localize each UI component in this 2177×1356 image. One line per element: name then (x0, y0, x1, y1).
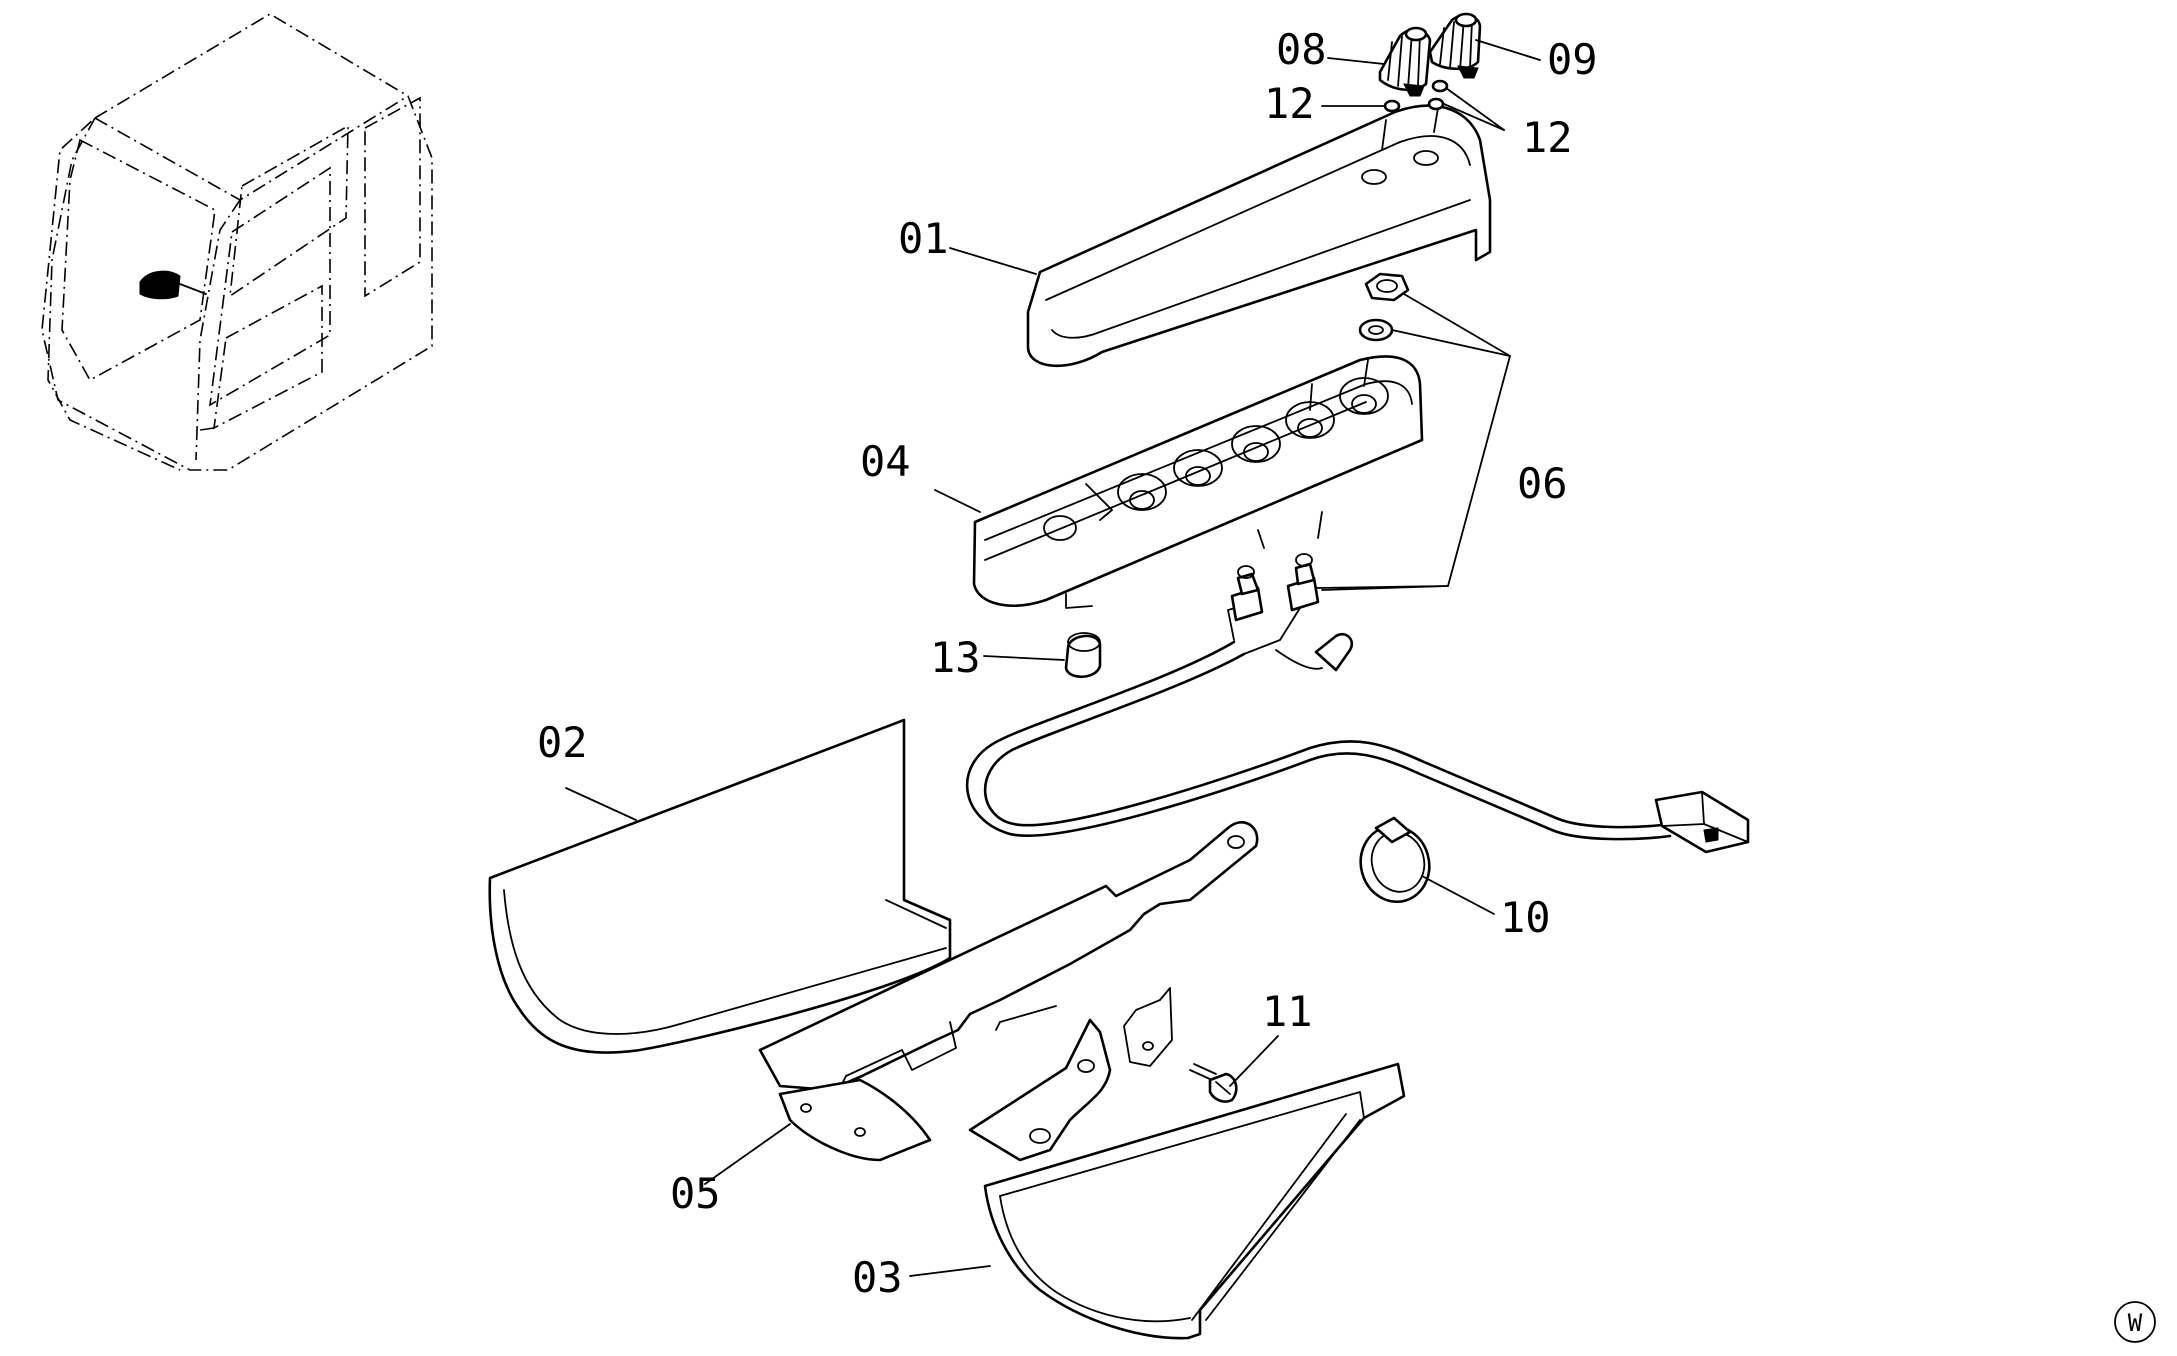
label-13: 13 (930, 633, 981, 682)
label-10: 10 (1500, 893, 1551, 942)
part-06-wiring-harness (965, 511, 1750, 854)
part-09-knob (1428, 12, 1482, 79)
corner-mark-letter: W (2128, 1309, 2143, 1337)
part-02-left-cover (488, 718, 952, 1054)
label-02: 02 (537, 718, 588, 767)
part-04-switch-panel (972, 355, 1424, 609)
label-08: 08 (1276, 25, 1327, 74)
part-11-screw (1189, 1063, 1238, 1103)
cab-overview-drawing (41, 13, 433, 471)
label-05: 05 (670, 1169, 721, 1218)
part-05-bracket (758, 821, 1259, 1162)
label-12-right: 12 (1522, 113, 1573, 162)
label-06: 06 (1517, 459, 1568, 508)
part-12-washers (1383, 79, 1449, 113)
label-12-left: 12 (1264, 79, 1315, 128)
label-11: 11 (1262, 987, 1313, 1036)
label-03: 03 (852, 1253, 903, 1302)
label-09: 09 (1547, 35, 1598, 84)
corner-mark-w: W (2114, 1301, 2156, 1343)
part-labels: 01 02 03 04 05 06 08 09 10 11 12 12 13 (537, 25, 1598, 1302)
label-01: 01 (898, 214, 949, 263)
part-10-clamp (1359, 816, 1431, 904)
part-01-top-cover (1026, 104, 1492, 368)
part-08-knob (1378, 26, 1432, 97)
part-13-grommet (1064, 632, 1102, 679)
leader-lines (565, 39, 1541, 1277)
part-03-right-cover (983, 1062, 1406, 1340)
label-04: 04 (860, 437, 911, 486)
part-06-nut-washer (1358, 272, 1410, 342)
